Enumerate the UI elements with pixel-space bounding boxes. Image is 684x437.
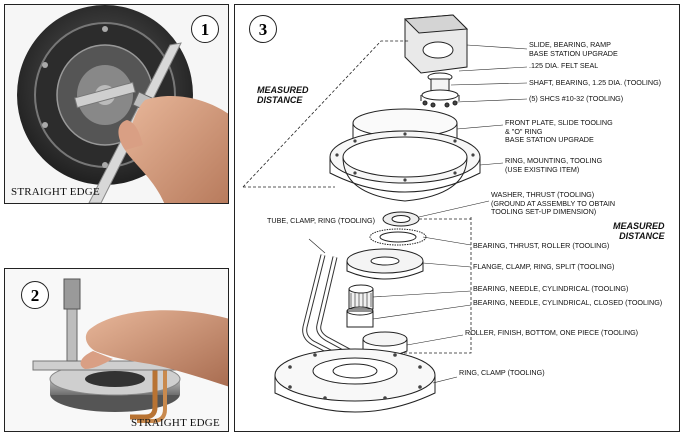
measured-distance-label-left: MEASURED DISTANCE xyxy=(257,85,309,105)
photo-panel-2: 2 STRAIGHT EDGE xyxy=(4,268,229,432)
photo-2-illustration xyxy=(5,269,228,431)
callout-clamp-tube: TUBE, CLAMP, RING (TOOLING) xyxy=(267,216,375,225)
callout-mounting-ring: RING, MOUNTING, TOOLING (USE EXISTING IT… xyxy=(505,156,603,174)
measured-distance-label-right: MEASURED DISTANCE xyxy=(613,221,665,241)
callout-thrust-roller-bearing: BEARING, THRUST, ROLLER (TOOLING) xyxy=(473,241,610,250)
callout-clamp-ring: RING, CLAMP (TOOLING) xyxy=(459,368,545,377)
callout-felt-seal: .125 DIA. FELT SEAL xyxy=(529,61,599,70)
callout-thrust-washer: WASHER, THRUST (TOOLING) (GROUND AT ASSE… xyxy=(491,190,616,216)
step-number-2: 2 xyxy=(21,281,49,309)
step-number-1: 1 xyxy=(191,15,219,43)
callout-needle-bearing: BEARING, NEEDLE, CYLINDRICAL (TOOLING) xyxy=(473,284,629,293)
callout-bearing-shaft: SHAFT, BEARING, 1.25 DIA. (TOOLING) xyxy=(529,78,662,87)
callout-finish-roller: ROLLER, FINISH, BOTTOM, ONE PIECE (TOOLI… xyxy=(465,328,639,337)
exploded-diagram-panel: 3 MEASURED DISTANCE MEASURED DISTANCE SL… xyxy=(234,4,680,432)
callout-split-flange: FLANGE, CLAMP, RING, SPLIT (TOOLING) xyxy=(473,262,615,271)
step-number-3: 3 xyxy=(249,15,277,43)
callout-front-plate: FRONT PLATE, SLIDE TOOLING & "O" RING BA… xyxy=(505,118,613,144)
photo-1-illustration xyxy=(5,5,228,203)
callout-slide-bearing-ramp: SLIDE, BEARING, RAMP BASE STATION UPGRAD… xyxy=(529,40,618,58)
straight-edge-caption-1: STRAIGHT EDGE xyxy=(11,186,100,198)
straight-edge-caption-2: STRAIGHT EDGE xyxy=(131,417,220,429)
callout-closed-needle-bearing: BEARING, NEEDLE, CYLINDRICAL, CLOSED (TO… xyxy=(473,298,663,307)
callout-shcs-screws: (5) SHCS #10-32 (TOOLING) xyxy=(529,94,624,103)
exploded-assembly-drawing xyxy=(242,14,528,413)
photo-panel-1: 1 STRAIGHT EDGE xyxy=(4,4,229,204)
